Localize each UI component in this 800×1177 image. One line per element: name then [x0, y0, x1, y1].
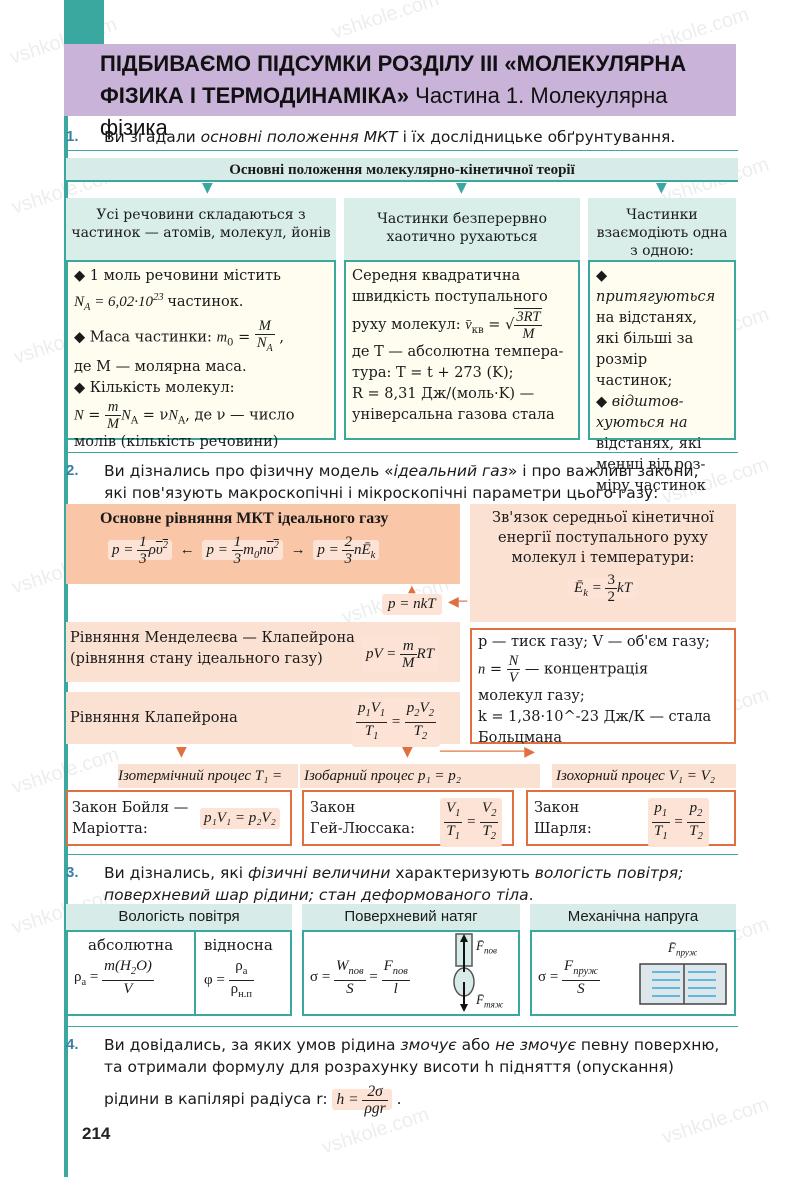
- divider: [66, 1026, 738, 1027]
- section-4-intro: Ви довідались, за яких умов рідина змочу…: [104, 1036, 720, 1117]
- top-accent-bar: [64, 0, 104, 44]
- section-number: 3.: [66, 864, 79, 881]
- arrow-left-icon: ◀─: [448, 594, 468, 610]
- section-1-intro: Ви згадали основні положення МКТ і їх до…: [104, 128, 676, 146]
- mkt-col3-content: ◆ притягуються на відстанях, які більші …: [588, 260, 736, 494]
- relative-humidity-label: відносна: [204, 936, 273, 954]
- gravity-force-label: F̄тяж: [476, 992, 504, 1010]
- divider: [66, 854, 738, 855]
- section-3-intro: Ви дізнались, які фізичні величини харак…: [104, 864, 684, 904]
- surface-tension-box: [302, 930, 520, 1016]
- clapeyron-label: Рівняння Клапейрона: [70, 710, 238, 726]
- section-number: 1.: [66, 128, 79, 145]
- divider: [66, 150, 738, 151]
- absolute-humidity-formula: ρa = m(H2O)V: [74, 958, 154, 997]
- divider: [66, 452, 738, 453]
- deformed-body-icon: [639, 963, 727, 1005]
- mkt-col2-content: Середня квадратична швидкість поступальн…: [344, 260, 580, 440]
- page-number: 214: [82, 1124, 111, 1143]
- arrow-right-icon: ──────────▶: [440, 744, 536, 760]
- mkt-col1-title: Усі речовини складаються з частинок — ат…: [66, 198, 336, 260]
- page-subtitle: Частина 1. Молекулярна фізика: [100, 83, 668, 140]
- elastic-force-label: F̄пруж: [668, 940, 698, 958]
- energy-box: Зв'язок середньої кінетичної енергії пос…: [470, 504, 736, 622]
- watermark: vshkole.com: [329, 0, 442, 44]
- arrow-down-icon: ▼: [402, 744, 413, 760]
- side-accent-bar: [64, 44, 68, 1177]
- arrow-down-icon: ▼: [456, 180, 467, 196]
- arrow-down-icon: ▼: [202, 180, 213, 196]
- mkt-equation-title: Основне рівняння МКТ ідеального газу: [100, 510, 389, 527]
- isothermal-header: Ізотермічний процес T₁ = T₂: [118, 764, 298, 808]
- pnkt-formula: p = nkT: [382, 594, 442, 615]
- humidity-header: Вологість повітря: [66, 904, 292, 930]
- arrow-down-icon: ▼: [656, 180, 667, 196]
- section-number: 2.: [66, 462, 79, 479]
- divider: [194, 932, 196, 1014]
- mendeleev-label: Рівняння Менделеєва — Клапейрона (рівнян…: [70, 630, 355, 667]
- mkt-col2-title: Частинки безперервно хаотично рухаються: [344, 198, 580, 260]
- mkt-col3-title: Частинки взаємодіють одна з одною:: [588, 198, 736, 260]
- boyle-formula: p₁V₁ = p₂V₂: [200, 808, 280, 829]
- mkt-banner: Основні положення молекулярно-кінетичної…: [66, 158, 738, 182]
- absolute-humidity-label: абсолютна: [88, 936, 174, 954]
- section-number: 4.: [66, 1036, 79, 1053]
- droplet-icon: [453, 933, 475, 1012]
- humidity-box: [66, 930, 292, 1016]
- mkt-col1-content: ◆ 1 моль речовини містить NA = 6,02·1023…: [66, 260, 336, 450]
- header-banner: [64, 44, 736, 116]
- surface-tension-header: Поверхневий натяг: [302, 904, 520, 930]
- surface-force-label: F̄пов: [476, 938, 497, 956]
- isobaric-header: Ізобарний процес p₁ = p₂: [300, 764, 540, 788]
- arrow-down-icon: ▼: [176, 744, 187, 760]
- page-title: ПІДБИВАЄМО ПІДСУМКИ РОЗДІЛУ ІІІ «МОЛЕКУЛ…: [100, 51, 687, 140]
- section-2-intro: Ви дізнались про фізичну модель «ідеальн…: [104, 462, 699, 502]
- arrow-down-icon: ▲: [408, 584, 416, 595]
- mechanical-stress-header: Механічна напруга: [530, 904, 736, 930]
- isochoric-header: Ізохорний процес V₁ = V₂: [552, 764, 736, 788]
